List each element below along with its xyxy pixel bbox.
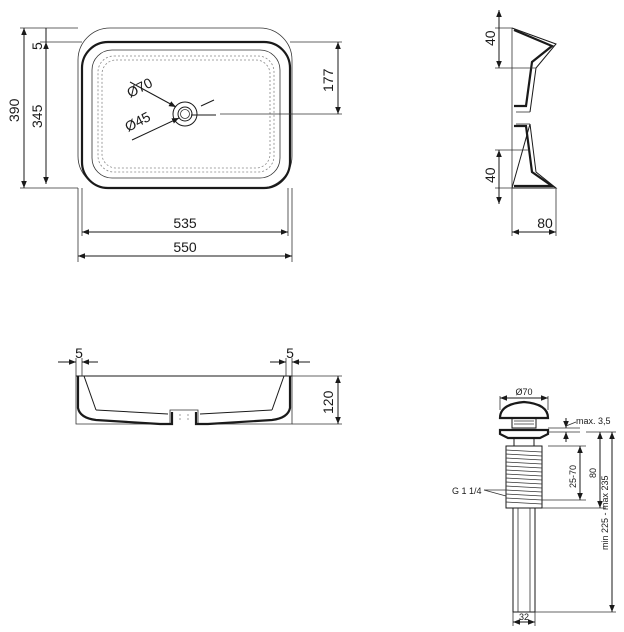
thread-line [505, 449, 543, 453]
dim-side-top-wall: 40 [482, 30, 498, 46]
drain-outer-circle [172, 101, 198, 127]
drain-inner-circle-2 [180, 109, 190, 119]
thread-line [505, 493, 543, 497]
dim-side-bottom-wall: 40 [482, 167, 498, 183]
thread-line [505, 489, 543, 493]
thread-line [505, 465, 543, 469]
dim-drain-cap-dia: Ø70 [515, 387, 532, 397]
dim-overall-width: 550 [173, 239, 197, 255]
thread-line [505, 497, 543, 501]
thread-line [505, 461, 543, 465]
dim-drain-thread-range: 25-70 [568, 465, 578, 488]
thread-line [505, 469, 543, 473]
dim-outer-drain-dia: Ø70 [124, 74, 155, 100]
dim-drain-thread: G 1 1/4 [452, 486, 482, 496]
drain-inner-circle [177, 106, 193, 122]
thread-line [505, 481, 543, 485]
dim-inner-drain-dia: Ø45 [122, 108, 153, 134]
dim-overall-depth: 390 [6, 98, 22, 122]
basin-outer-outline [77, 27, 293, 189]
front-view: 5 5 120 [58, 345, 342, 426]
dim-drain-body-height: 80 [588, 468, 598, 478]
thread-line [505, 457, 543, 461]
basin-inner-rim [80, 40, 292, 190]
dim-side-depth: 80 [537, 215, 553, 231]
drain-detail: Ø70 max. 3,5 25-70 80 min 225 - max 235 … [452, 387, 616, 626]
dim-front-left-rim: 5 [75, 345, 83, 361]
front-profile-inner [76, 376, 292, 426]
dim-inner-width: 535 [173, 215, 197, 231]
thread-line [505, 473, 543, 477]
dim-inner-depth: 345 [29, 104, 45, 128]
side-profile-inner [513, 28, 556, 188]
dim-drain-offset: 177 [320, 68, 336, 92]
dim-drain-max-gap: max. 3,5 [576, 416, 611, 426]
drain-flange [498, 428, 550, 440]
drain-thread-lines [505, 449, 543, 505]
dim-front-right-rim: 5 [286, 345, 294, 361]
dim-rim: 5 [29, 42, 45, 50]
thread-line [505, 501, 543, 505]
thread-line [505, 453, 543, 457]
front-profile-outer [75, 375, 293, 425]
drain-pipe [512, 507, 536, 613]
thread-line [505, 485, 543, 489]
side-view: 40 40 80 [482, 10, 558, 236]
dim-front-height: 120 [320, 390, 336, 414]
basin-bottom-dashed [97, 55, 275, 173]
top-view: Ø70 Ø45 5 390 345 177 535 550 [6, 27, 342, 262]
side-profile-outer [511, 27, 558, 189]
thread-line [505, 477, 543, 481]
drain-cap [498, 400, 550, 420]
dim-drain-pipe-dia: 32 [519, 612, 529, 622]
dim-drain-total-range: min 225 - max 235 [600, 475, 610, 550]
